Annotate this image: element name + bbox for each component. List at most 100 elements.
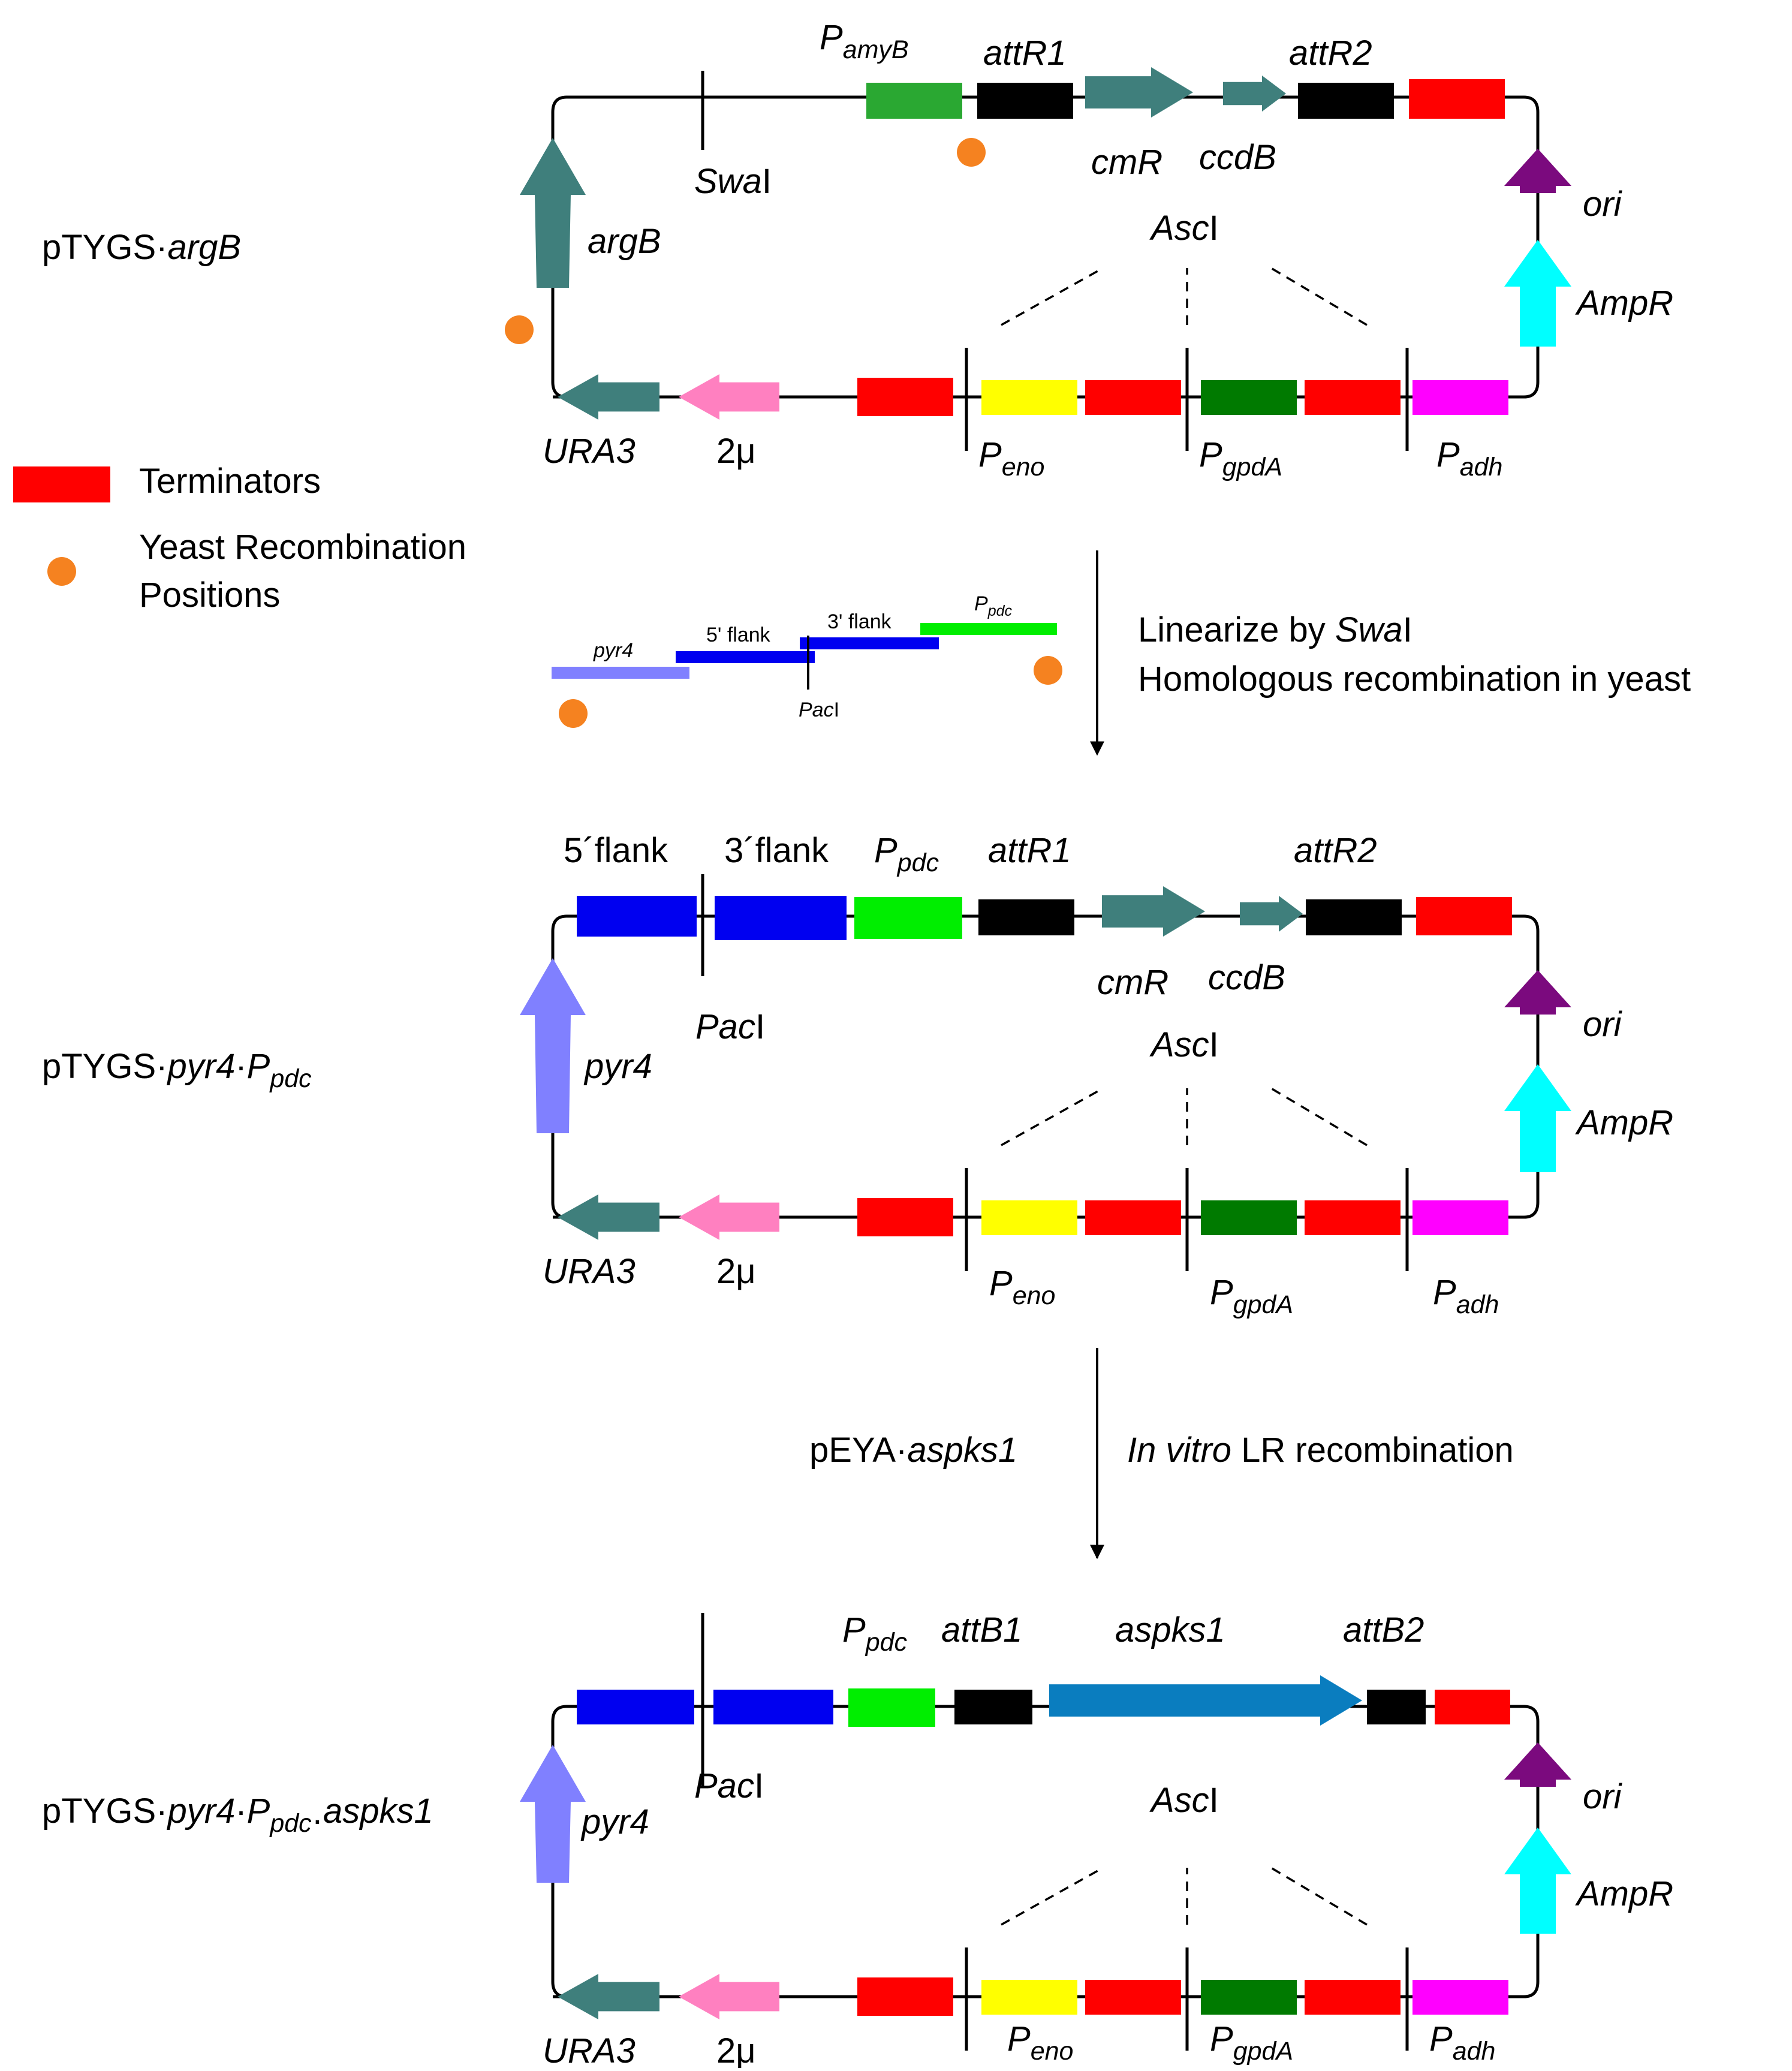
step2-left-prefix: pEYA: [809, 1431, 896, 1470]
plasmid2-name: pTYGS·pyr4·Ppdc: [42, 1047, 312, 1093]
step2-right: In vitro LR recombination: [1127, 1431, 1514, 1470]
fragment-pdc-label-sub: pdc: [987, 603, 1013, 619]
plasmid3-name-dot-2: ·: [235, 1792, 246, 1831]
plasmid2-5flank-box: [577, 896, 697, 937]
plasmid2-2mu-label: 2μ: [716, 1252, 756, 1291]
step1-line2: Homologous recombination in yeast: [1138, 660, 1691, 699]
plasmid2-pacI-label: PacI: [695, 1007, 765, 1046]
plasmid1-amyB-label-sub: amyB: [843, 35, 909, 64]
fragment-pdc-label: Ppdc: [974, 592, 1012, 619]
step1-line1-it: Swa: [1335, 610, 1403, 649]
plasmid3-ascI-label-it: Asc: [1149, 1781, 1209, 1820]
plasmid1-adh-label-p: P: [1436, 435, 1460, 474]
plasmid2-adh-label-sub: adh: [1456, 1290, 1499, 1319]
plasmid2-adh-label: Padh: [1433, 1273, 1499, 1319]
plasmid2-ori-arrow: [1504, 970, 1571, 1015]
plasmid1-terminator-1: [857, 378, 953, 416]
plasmid3-ura3-arrow: [558, 1974, 659, 2019]
plasmid1-amyB-promoter-box: [866, 83, 962, 119]
plasmid2-terminator-top: [1416, 897, 1512, 935]
plasmid1-ori-arrow: [1504, 149, 1571, 193]
plasmid3-pdc-label-sub: pdc: [865, 1628, 908, 1657]
plasmid2-name-p: P: [247, 1047, 270, 1086]
plasmid2-cmR-arrow: [1102, 886, 1205, 937]
step2-left: pEYA·aspks1: [809, 1431, 1017, 1470]
plasmid2-pdc-label-p: P: [874, 831, 897, 870]
plasmid1-adh-promoter-box: [1412, 380, 1508, 415]
plasmid1-gpdA-promoter-box: [1201, 380, 1297, 415]
plasmid2-adh-label-p: P: [1433, 1273, 1456, 1312]
plasmid1-recomb-dot-amyB: [957, 138, 986, 167]
plasmid2-ascI-label: AscI: [1149, 1025, 1219, 1064]
plasmid2-name-sub: pdc: [269, 1064, 312, 1093]
plasmid2-pdc-label: Ppdc: [874, 831, 939, 877]
plasmid3-eno-label: Peno: [1007, 2019, 1073, 2066]
plasmid2-pyr4-arrow: [520, 958, 586, 1133]
plasmid2-name-gene: pyr4: [167, 1047, 236, 1086]
plasmid3-pacI-label-it: Pac: [694, 1766, 754, 1805]
plasmid1-name: pTYGS·argB: [42, 228, 241, 267]
fragment-recomb-dot-left: [559, 699, 588, 728]
fragment-pacI-label: PacI: [799, 699, 839, 721]
plasmid1-ura3-arrow: [558, 374, 659, 420]
plasmid3-gpdA-label: PgpdA: [1210, 2019, 1293, 2066]
plasmid2-name-prefix: pTYGS: [42, 1047, 156, 1086]
plasmid1-adh-label-sub: adh: [1460, 453, 1503, 481]
plasmid2-3flank-box: [715, 896, 847, 940]
plasmid2-eno-label: Peno: [989, 1264, 1055, 1310]
plasmid1-swaI-label-it: Swa: [694, 162, 762, 201]
plasmid2-dash-right: [1270, 1087, 1368, 1146]
plasmid2-ori-label: ori: [1583, 1005, 1623, 1044]
plasmid2-gpdA-label-sub: gpdA: [1233, 1290, 1293, 1319]
plasmid3-attB2-box: [1367, 1690, 1426, 1724]
fragment-pdc-bar: [920, 623, 1057, 635]
plasmid1-gpdA-label-sub: gpdA: [1222, 453, 1282, 481]
fragment-5flank-bar: [676, 651, 815, 663]
plasmid1-name-dot: ·: [156, 228, 167, 267]
plasmid2-2mu-arrow: [679, 1194, 779, 1240]
plasmid3-eno-promoter-box: [981, 1980, 1077, 2015]
plasmid3-adh-label-p: P: [1429, 2019, 1453, 2058]
plasmid1-ccdB-label: ccdB: [1199, 138, 1276, 177]
plasmid1-ura3-label: URA3: [543, 432, 636, 471]
plasmid3-backbone-frame: [551, 1705, 1540, 1998]
plasmid2-terminator-2: [1085, 1200, 1181, 1235]
fragment-pyr4-bar: [552, 667, 689, 679]
plasmid3-3flank-box: [713, 1690, 833, 1724]
plasmid2-gpdA-promoter-box: [1201, 1200, 1297, 1235]
plasmid1-swaI-label: SwaI: [694, 162, 772, 201]
plasmid3-attB1-box: [954, 1690, 1032, 1724]
plasmid3-pdc-label: Ppdc: [842, 1611, 908, 1657]
plasmid3-terminator-top: [1435, 1690, 1510, 1724]
plasmid1-amyB-label: PamyB: [820, 18, 909, 64]
plasmid3-ampR-label: AmpR: [1575, 1874, 1673, 1913]
plasmid2-ccdB-label: ccdB: [1208, 958, 1285, 997]
plasmid2-pyr4-label: pyr4: [583, 1047, 652, 1086]
fragment-pacI-label-it: Pac: [799, 699, 834, 721]
plasmid1-dash-right: [1270, 267, 1368, 326]
plasmid3-pyr4-arrow: [520, 1745, 586, 1883]
plasmid1-eno-label-p: P: [978, 435, 1002, 474]
plasmid1-adh-label: Padh: [1436, 435, 1502, 481]
plasmid2-pdc-promoter-box: [854, 897, 962, 939]
fragment-pdc-label-p: P: [974, 592, 988, 615]
plasmid1-ampR-arrow: [1504, 240, 1571, 347]
fragment-3flank-label: 3' flank: [827, 610, 892, 633]
plasmid3-adh-label-sub: adh: [1453, 2037, 1496, 2066]
step1-line1: Linearize by SwaI: [1138, 610, 1412, 649]
plasmid1-ascI-label-it: Asc: [1149, 209, 1209, 248]
plasmid3-attB1-label: attB1: [941, 1611, 1022, 1649]
plasmid1-ori-label: ori: [1583, 185, 1623, 224]
fragment-recomb-dot-right: [1034, 656, 1062, 685]
plasmid3-name-gene: pyr4: [167, 1792, 236, 1831]
plasmid3-name-dot-3: ·: [312, 1801, 323, 1840]
legend-recomb-label-1: Yeast Recombination: [139, 528, 466, 567]
plasmid1-terminator-2: [1085, 380, 1181, 415]
plasmid1-ampR-label: AmpR: [1575, 284, 1673, 323]
fragment-pyr4-label: pyr4: [593, 639, 633, 662]
step2-left-gene: aspks1: [907, 1431, 1017, 1470]
plasmid2-eno-label-p: P: [989, 1264, 1013, 1303]
plasmid1-attR1-box: [977, 83, 1073, 119]
plasmid3-name-p: P: [247, 1792, 270, 1831]
plasmid3-aspks1-label: aspks1: [1115, 1611, 1225, 1649]
